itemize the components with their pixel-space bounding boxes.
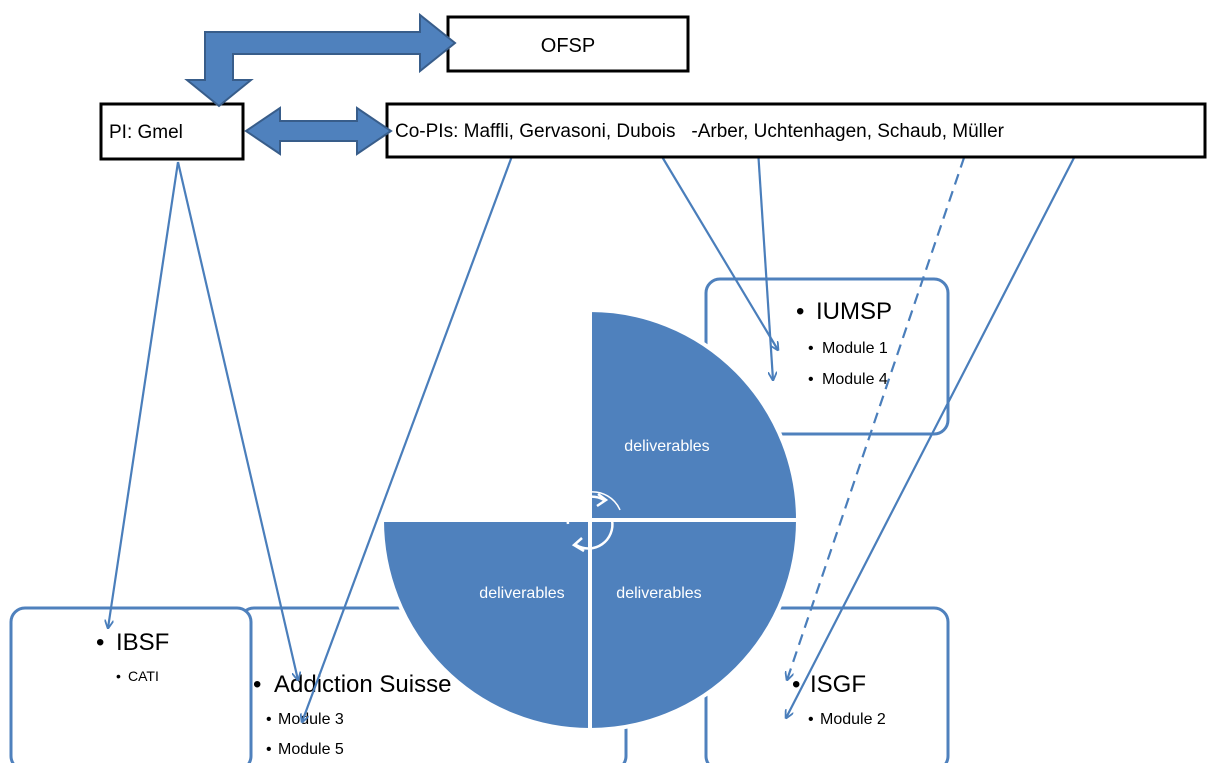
pi-label: PI: Gmel xyxy=(109,122,183,143)
ofsp-label: OFSP xyxy=(541,35,595,57)
svg-text:•: • xyxy=(96,629,104,656)
arrow-muller-to-isgf xyxy=(786,149,1079,718)
arrow-pi-to-addiction xyxy=(176,161,298,680)
ofsp-box: OFSP xyxy=(446,15,690,73)
arrow-maffli-to-addiction xyxy=(302,147,517,722)
arrow-pi-to-ibsf xyxy=(108,161,180,628)
bent-arrow-pi-ofsp xyxy=(184,12,457,108)
ibsf-title: IBSF xyxy=(116,629,169,656)
pi-box: PI: Gmel xyxy=(99,102,245,161)
refresh-cycle-icon xyxy=(562,491,621,553)
arrow-dubois-to-iumsp xyxy=(756,149,773,380)
arrow-uchtenhagen-to-isgf xyxy=(787,139,972,680)
ibsf-item-1: CATI xyxy=(128,668,159,684)
svg-text:•: • xyxy=(808,711,814,728)
isgf-title: ISGF xyxy=(810,671,866,698)
svg-text:•: • xyxy=(266,741,272,758)
iumsp-bullet: • xyxy=(796,298,804,325)
deliverables-wheel: deliverables deliverables deliverables xyxy=(379,307,801,733)
svg-text:•: • xyxy=(808,371,814,388)
wheel-segment-bottom-left xyxy=(379,518,592,733)
iumsp-box: • IUMSP • Module 1 • Module 4 xyxy=(704,277,950,436)
connector-lines xyxy=(108,139,1079,722)
segment-label-left: deliverables xyxy=(479,585,564,602)
isgf-box: • ISGF • Module 2 xyxy=(704,606,950,763)
addiction-item-2: Module 5 xyxy=(278,741,344,758)
segment-label-right: deliverables xyxy=(616,585,701,602)
double-arrow-pi-copi xyxy=(244,106,393,156)
svg-text:•: • xyxy=(792,671,800,698)
svg-text:•: • xyxy=(116,668,121,684)
wheel-segment-bottom-right xyxy=(588,518,801,733)
iumsp-title: IUMSP xyxy=(816,298,892,325)
ibsf-box: • IBSF • CATI xyxy=(9,606,253,763)
copi-label: Co-PIs: Maffli, Gervasoni, Dubois -Arber… xyxy=(395,121,1005,142)
segment-label-top: deliverables xyxy=(624,438,709,455)
svg-text:•: • xyxy=(253,671,261,698)
iumsp-item-2: Module 4 xyxy=(822,371,888,388)
svg-text:•: • xyxy=(808,340,814,357)
iumsp-item-1: Module 1 xyxy=(822,340,888,357)
addiction-suisse-title: Addiction Suisse xyxy=(274,671,451,698)
copi-box: Co-PIs: Maffli, Gervasoni, Dubois -Arber… xyxy=(385,102,1207,159)
isgf-item-1: Module 2 xyxy=(820,711,886,728)
svg-text:•: • xyxy=(266,711,272,728)
arrow-gervasoni-to-iumsp xyxy=(657,149,778,350)
wheel-segment-top-right xyxy=(588,307,801,522)
addiction-item-1: Module 3 xyxy=(278,711,344,728)
